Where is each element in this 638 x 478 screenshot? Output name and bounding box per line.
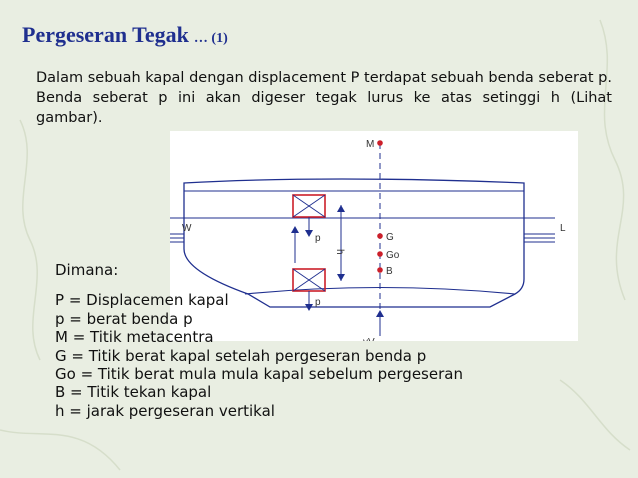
h-dimension-top-head [337,205,345,212]
title-main: Pergeseran Tegak [22,22,189,47]
label-go: Go [386,250,400,261]
point-m [377,140,383,146]
legend-item: G = Titik berat kapal setelah pergeseran… [55,346,427,365]
point-g [377,233,383,239]
diagram-panel [170,131,578,341]
legend-item: Go = Titik berat mula mula kapal sebelum… [55,365,463,384]
label-l: L [560,223,566,234]
upward-arrow-left-head [291,226,299,233]
label-p-top: p [315,233,321,244]
h-dimension-bottom-head [337,274,345,281]
label-w: W [182,223,192,234]
legend-item: P = Displacemen kapal [55,291,229,310]
arrow-down-bottom-box-head [305,304,313,311]
title-suffix: … (1) [193,31,228,46]
label-g: G [386,232,394,243]
label-b: B [386,266,393,277]
label-gamma-v: γV [363,337,375,341]
label-m: M [366,139,374,150]
ship-hull [183,178,525,308]
label-h: h [334,249,345,255]
point-go [377,251,383,257]
slide-title: Pergeseran Tegak … (1) [22,22,228,48]
ship-diagram-svg: M W L p p h G Go B γV [162,131,578,348]
legend: Dimana: P = Displacemen kapal p = berat … [55,261,463,420]
legend-item: h = jarak pergeseran vertikal [55,401,275,420]
legend-heading: Dimana: [55,261,119,279]
gamma-v-arrow-head [376,310,384,317]
legend-item: p = berat benda p [55,309,193,328]
intro-paragraph: Dalam sebuah kapal dengan displacement P… [36,70,612,126]
legend-item: M = Titik metacentra [55,328,214,347]
legend-item: B = Titik tekan kapal [55,383,212,402]
arrow-down-top-box-head [305,230,313,237]
water-marks-right [524,233,555,243]
point-b [377,267,383,273]
ship-diagram: M W L p p h G Go B γV [162,131,578,348]
label-p-bottom: p [315,297,321,308]
